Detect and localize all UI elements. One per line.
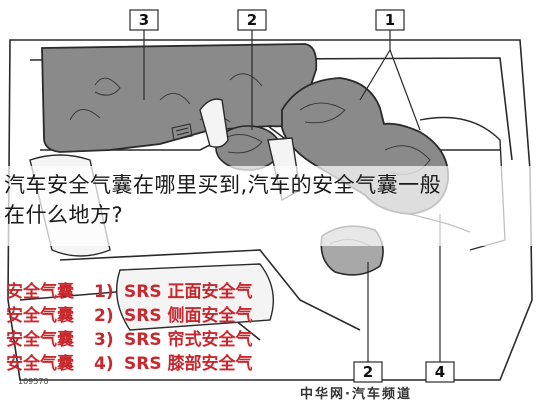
source-watermark: 中华网·汽车频道 [300, 387, 412, 402]
legend-description: SRS 膝部安全气 [124, 354, 253, 374]
callout-box-4: 4 [425, 361, 455, 383]
legend-name: 安全气囊 [6, 330, 74, 350]
callout-label-2-bottom: 2 [363, 363, 373, 381]
callout-box-2-bottom: 2 [353, 361, 383, 383]
legend-name: 安全气囊 [6, 354, 74, 374]
callout-label-1: 1 [385, 11, 395, 29]
legend-row: 安全气囊 4) SRS 膝部安全气 [6, 352, 253, 376]
legend-number: 4) [94, 354, 114, 374]
legend-row: 安全气囊 3) SRS 帘式安全气 [6, 328, 253, 352]
callout-label-4: 4 [435, 363, 445, 381]
legend-description: SRS 侧面安全气 [124, 306, 253, 326]
legend-number: 2) [94, 306, 114, 326]
airbag-legend: 安全气囊 1) SRS 正面安全气 安全气囊 2) SRS 侧面安全气 安全气囊 3) SR… [6, 280, 253, 376]
overlay-title-line-2: 在什么地方? [4, 203, 124, 227]
callout-box-3: 3 [129, 9, 159, 31]
legend-description: SRS 正面安全气 [124, 282, 253, 302]
legend-description: SRS 帘式安全气 [124, 330, 253, 350]
legend-name: 安全气囊 [6, 282, 74, 302]
legend-number: 1) [94, 282, 114, 302]
callout-label-3: 3 [139, 11, 149, 29]
legend-number: 3) [94, 330, 114, 350]
callout-box-2-top: 2 [237, 9, 267, 31]
legend-row: 安全气囊 2) SRS 侧面安全气 [6, 304, 253, 328]
overlay-title: 汽车安全气囊在哪里买到,汽车的安全气囊一般 在什么地方? [4, 170, 536, 230]
image-code: 109570 [18, 377, 49, 386]
legend-row: 安全气囊 1) SRS 正面安全气 [6, 280, 253, 304]
title-overlay-band [0, 166, 542, 246]
overlay-title-line-1: 汽车安全气囊在哪里买到,汽车的安全气囊一般 [4, 173, 442, 197]
callout-label-2-top: 2 [247, 11, 257, 29]
callout-box-1: 1 [375, 9, 405, 31]
dashboard-vents [171, 123, 193, 141]
legend-name: 安全气囊 [6, 306, 74, 326]
